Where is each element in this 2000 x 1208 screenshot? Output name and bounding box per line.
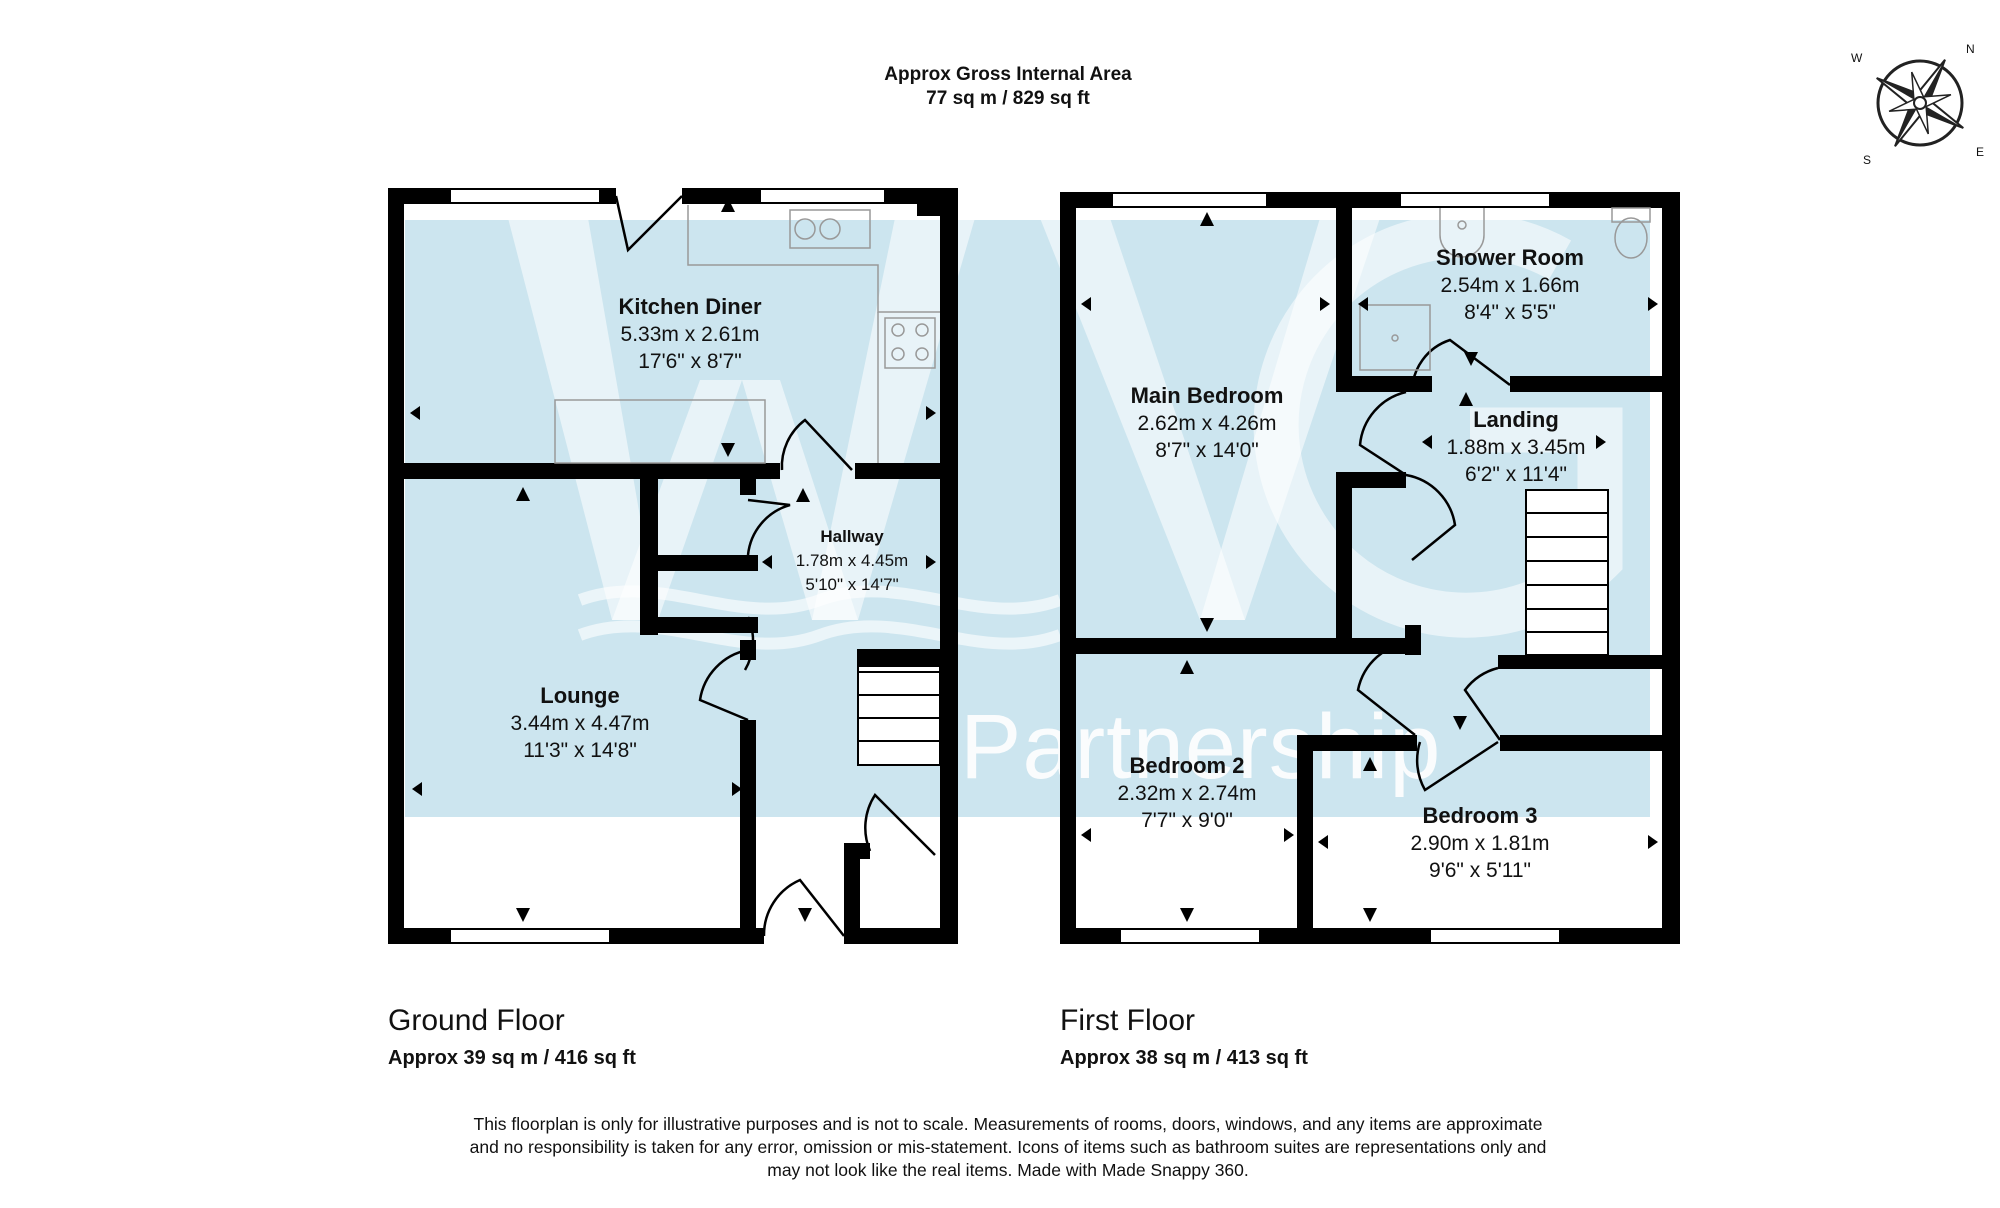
ground-floor-doors: [614, 195, 936, 937]
bedroom-2-metric: 2.32m x 2.74m: [1118, 782, 1257, 805]
landing-metric: 1.88m x 3.45m: [1447, 436, 1586, 459]
landing-imperial: 6'2" x 11'4": [1465, 463, 1567, 486]
lounge-name: Lounge: [540, 683, 619, 708]
shower-tray-icon: [1359, 304, 1431, 371]
bedroom-3-metric: 2.90m x 1.81m: [1411, 832, 1550, 855]
first-floor-dimension-markers: [1081, 212, 1658, 922]
shower-room-metric: 2.54m x 1.66m: [1441, 274, 1580, 297]
first-floor-stairs: [1525, 489, 1609, 656]
toilet-icon: [1614, 217, 1648, 259]
kitchen-diner-metric: 5.33m x 2.61m: [621, 323, 760, 346]
hob-icon: [884, 317, 936, 369]
first-floor-doors: [1356, 338, 1511, 792]
shower-room-fixtures: [1359, 207, 1651, 371]
first-floor-windows: [1111, 192, 1561, 944]
compass-e: E: [1976, 145, 1984, 159]
main-bedroom-metric: 2.62m x 4.26m: [1138, 412, 1277, 435]
ground-floor-dimension-markers: [410, 198, 936, 922]
landing-name: Landing: [1473, 407, 1559, 432]
ground-floor-plan: Kitchen Diner 5.33m x 2.61m 17'6" x 8'7"…: [388, 188, 958, 944]
compass-s: S: [1863, 153, 1871, 167]
kitchen-diner-imperial: 17'6" x 8'7": [638, 350, 742, 373]
sink-icon: [789, 209, 871, 249]
first-floor-area: Approx 38 sq m / 413 sq ft: [1060, 1047, 1308, 1069]
ground-floor-title: Ground Floor: [388, 1004, 565, 1037]
disclaimer-line-3: may not look like the real items. Made w…: [767, 1160, 1249, 1180]
main-bedroom-name: Main Bedroom: [1131, 383, 1284, 408]
basin-icon: [1439, 208, 1485, 258]
shower-room-imperial: 8'4" x 5'5": [1464, 301, 1556, 324]
ground-floor-area: Approx 39 sq m / 416 sq ft: [388, 1047, 636, 1069]
hallway-metric: 1.78m x 4.45m: [796, 551, 908, 570]
kitchen-fixtures: [554, 205, 940, 464]
compass-icon: N E S W: [1851, 42, 1984, 167]
hallway-imperial: 5'10" x 14'7": [805, 575, 898, 594]
compass-n: N: [1966, 42, 1975, 56]
ground-floor-stairs: [857, 649, 941, 766]
hallway-name: Hallway: [820, 527, 884, 546]
gross-area-value: 77 sq m / 829 sq ft: [926, 88, 1090, 109]
lounge-metric: 3.44m x 4.47m: [511, 712, 650, 735]
compass-w: W: [1851, 51, 1863, 65]
bedroom-2-name: Bedroom 2: [1130, 753, 1245, 778]
lounge-imperial: 11'3" x 14'8": [523, 739, 637, 762]
disclaimer-line-2: and no responsibility is taken for any e…: [470, 1137, 1547, 1157]
ground-floor-windows: [449, 188, 886, 944]
main-bedroom-imperial: 8'7" x 14'0": [1155, 439, 1259, 462]
kitchen-diner-name: Kitchen Diner: [618, 294, 761, 319]
bedroom-3-imperial: 9'6" x 5'11": [1429, 859, 1531, 882]
gross-area-title: Approx Gross Internal Area: [884, 64, 1132, 85]
first-floor-title: First Floor: [1060, 1004, 1195, 1037]
shower-room-name: Shower Room: [1436, 245, 1584, 270]
bedroom-2-imperial: 7'7" x 9'0": [1141, 809, 1233, 832]
first-floor-plan: Main Bedroom 2.62m x 4.26m 8'7" x 14'0" …: [1060, 192, 1680, 944]
bedroom-3-name: Bedroom 3: [1423, 803, 1538, 828]
disclaimer-line-1: This floorplan is only for illustrative …: [474, 1114, 1543, 1134]
